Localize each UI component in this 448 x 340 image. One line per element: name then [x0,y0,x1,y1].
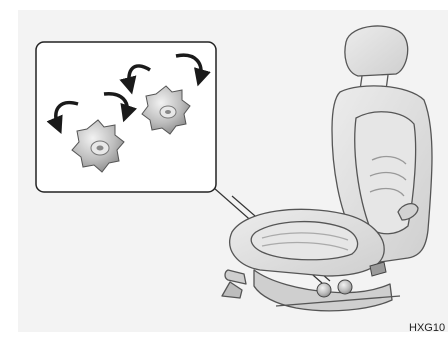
callout-box [36,42,216,192]
seat-base-knob-rear-icon [338,280,352,294]
figure-code-label: HXG10 [409,322,445,334]
seat-base-knob-front-icon [317,283,331,297]
